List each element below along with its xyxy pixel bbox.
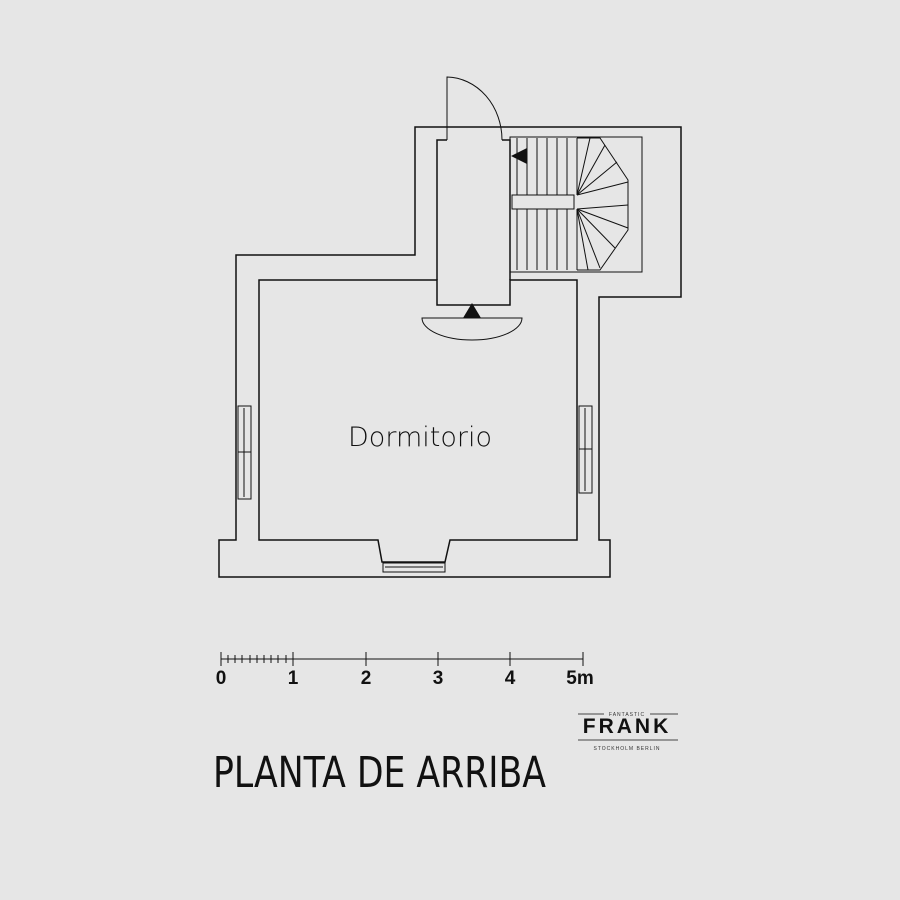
room-label: Dormitorio [348,422,492,453]
outer-wall [218,126,682,578]
frank-logo: FANTASTIC FRANK STOCKHOLM BERLIN [578,712,678,752]
staircase [511,137,629,271]
scale-tick-1: 1 [288,668,299,689]
window-right [578,405,593,494]
stair-enclosure [509,136,643,273]
scale-bar: 0 1 2 3 4 5m [216,652,594,689]
scale-tick-2: 2 [361,668,372,689]
entrance-door [446,76,503,141]
logo-tagline-bottom: STOCKHOLM BERLIN [593,746,660,752]
bedroom-wall [258,279,578,563]
plan-title: PLANTA DE ARRIBA [213,748,546,798]
window-bottom [382,562,446,573]
scale-tick-3: 3 [433,668,444,689]
scale-tick-5: 5m [566,668,593,689]
up-arrow-icon [463,303,481,318]
bedroom-door [421,317,523,341]
window-left [237,405,252,500]
scale-tick-4: 4 [505,668,516,689]
stair-arrow-icon [511,148,527,164]
logo-tagline-top: FANTASTIC [609,712,645,718]
corridor-wall [436,139,511,280]
logo-name: FRANK [583,715,672,738]
scale-tick-0: 0 [216,668,227,689]
